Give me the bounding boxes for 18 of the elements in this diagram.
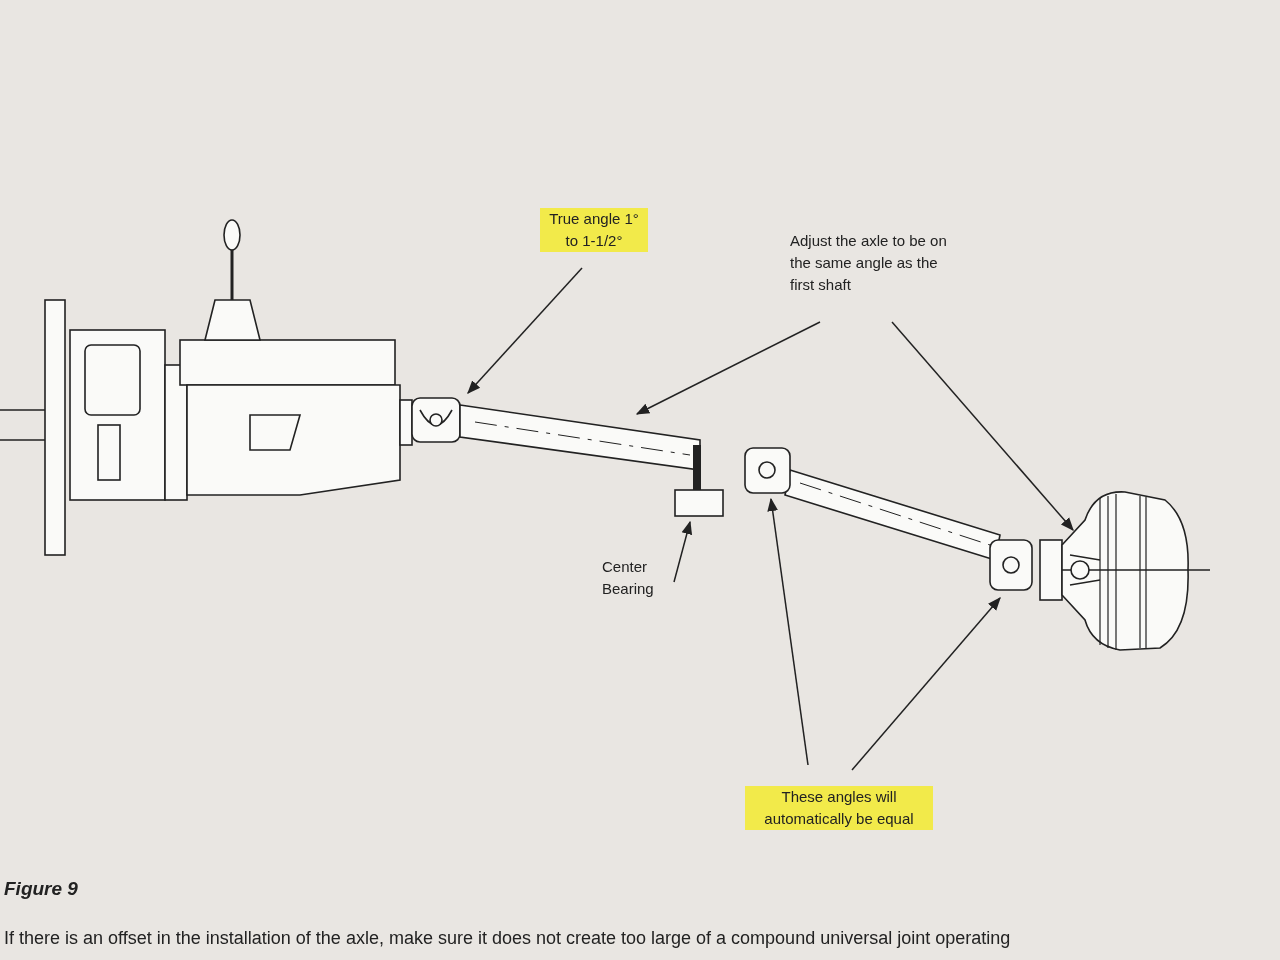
- callout-text: These angles will automatically be equal: [745, 786, 933, 830]
- leader-line: [673, 520, 693, 583]
- universal-joint-drawing: [411, 397, 461, 443]
- universal-joint-drawing: [744, 447, 791, 494]
- center-bearing-drawing: [674, 445, 724, 517]
- figure-caption: Figure 9: [4, 878, 78, 900]
- callout-text: Center Bearing: [602, 556, 702, 600]
- first-shaft-drawing: [459, 404, 701, 471]
- universal-joint-drawing: [989, 539, 1033, 591]
- callout-text: True angle 1° to 1-1/2°: [540, 208, 648, 252]
- callout-text: Adjust the axle to be on the same angle as the first shaft: [790, 230, 950, 296]
- leader-line: [467, 267, 583, 394]
- body-text: If there is an offset in the installation of the axle, make sure it does not create too large of a compound universal joint operating: [4, 928, 1011, 949]
- leader-line: [767, 497, 809, 766]
- axle-drawing: [1039, 491, 1211, 651]
- leader-line: [635, 321, 821, 415]
- leader-line: [851, 597, 1001, 771]
- leader-line: [891, 321, 1074, 531]
